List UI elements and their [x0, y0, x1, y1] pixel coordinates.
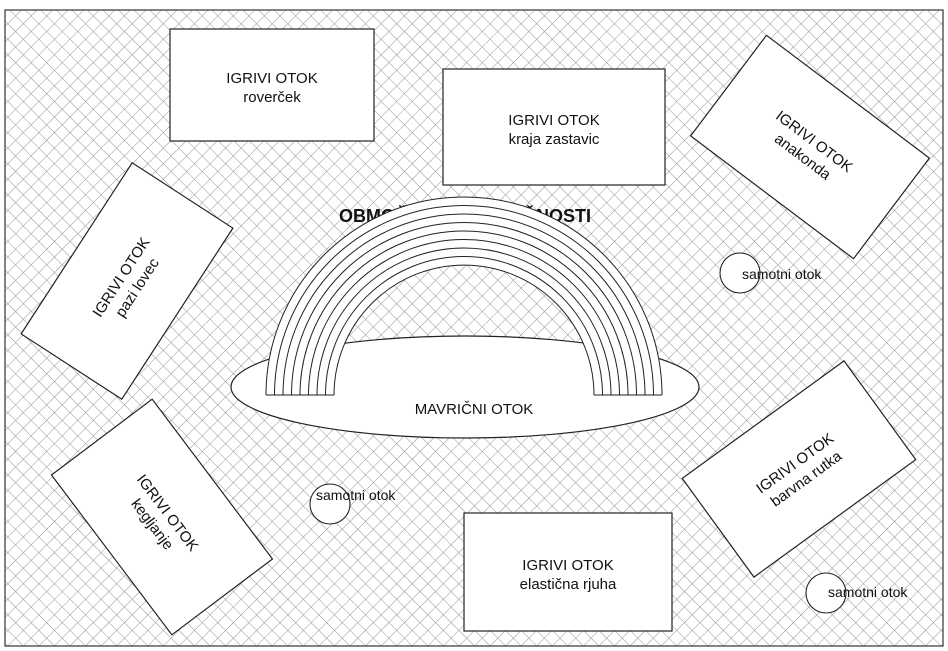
lonely-island-label: samotni otok [316, 487, 396, 503]
island-name: roverček [243, 89, 301, 106]
playable-island: IGRIVI OTOK kraja zastavic [442, 68, 666, 186]
lonely-island-label: samotni otok [828, 584, 908, 600]
island-title: IGRIVI OTOK [522, 557, 613, 574]
playable-island: IGRIVI OTOK elastična rjuha [463, 512, 673, 632]
lonely-island: samotni otok [309, 483, 396, 525]
island-name: kraja zastavic [509, 131, 600, 148]
rainbow-band [299, 230, 629, 396]
playable-island: IGRIVI OTOK roverček [169, 28, 375, 142]
playable-island: IGRIVI OTOK barvna rutka [681, 360, 917, 578]
playable-island: IGRIVI OTOK anakonda [689, 34, 931, 260]
rainbow-island: MAVRIČNI OTOK [230, 196, 700, 439]
rainbow-band [291, 222, 637, 396]
rainbow-band [333, 264, 595, 396]
island-title: IGRIVI OTOK [508, 112, 599, 129]
rainbow-island-shape [230, 335, 700, 439]
rainbow-icon [265, 196, 663, 396]
rainbow-band [308, 239, 620, 396]
playable-island: IGRIVI OTOK kegljanje [50, 398, 274, 636]
rainbow-island-label: MAVRIČNI OTOK [415, 401, 534, 418]
island-title: IGRIVI OTOK [226, 70, 317, 87]
top-caption: , , [0, 0, 948, 6]
rainbow-band [282, 213, 646, 396]
island-name: elastična rjuha [520, 576, 617, 593]
lonely-island: samotni otok [719, 252, 822, 294]
rainbow-band [274, 205, 654, 396]
rainbow-band [325, 256, 603, 396]
rainbow-band [316, 247, 612, 396]
lonely-island-label: samotni otok [742, 266, 822, 282]
rainbow-band [265, 196, 663, 396]
playable-island: IGRIVI OTOK pazi lovec [20, 161, 234, 401]
lonely-island: samotni otok [805, 572, 908, 614]
